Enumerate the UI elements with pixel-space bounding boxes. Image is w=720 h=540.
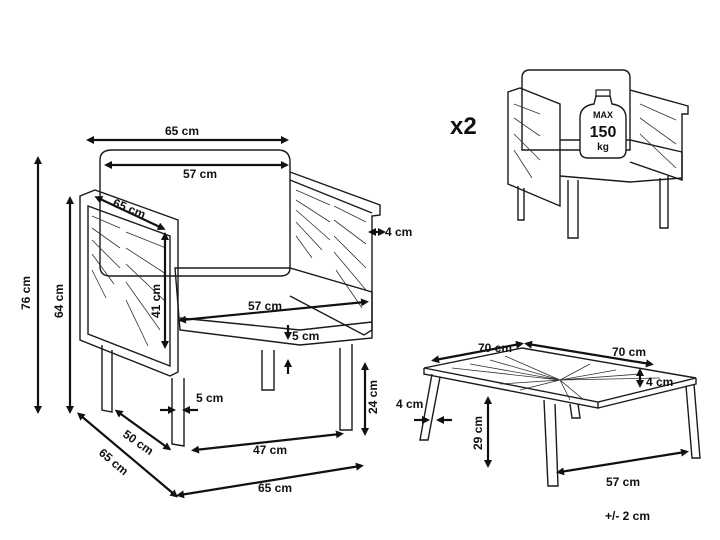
dim-table-width: 70 cm	[478, 341, 512, 355]
dim-armrest-depth: 65 cm	[111, 196, 148, 222]
dim-table-leg-thickness: 4 cm	[396, 397, 423, 411]
max-load-value: 150	[590, 124, 617, 141]
coffee-table-drawing	[419, 347, 701, 487]
dim-bottom-width: 65 cm	[258, 481, 292, 495]
dim-table-depth: 70 cm	[612, 345, 646, 359]
weight-icon	[579, 89, 627, 159]
dim-top-width: 65 cm	[165, 124, 199, 138]
table-dimension-arrows	[414, 340, 689, 476]
dim-table-height: 29 cm	[471, 416, 485, 450]
chair-dimension-arrows	[34, 136, 386, 499]
armchair-drawing	[79, 149, 381, 447]
tolerance-note: +/- 2 cm	[605, 509, 650, 523]
dim-seat-width: 57 cm	[248, 299, 282, 313]
dim-inner-width: 47 cm	[253, 443, 287, 457]
table-dimension-labels: 70 cm 70 cm 4 cm 4 cm 29 cm 57 cm	[396, 341, 673, 489]
chair-dimension-labels: 65 cm 57 cm 65 cm 4 cm 76 cm 64 cm 41 cm…	[19, 124, 412, 495]
quantity-multiplier: x2	[450, 113, 477, 140]
max-load-unit: kg	[597, 142, 609, 153]
armchair-thumbnail: MAX 150 kg	[507, 69, 689, 239]
dim-total-height: 76 cm	[19, 276, 33, 310]
dim-back-height: 64 cm	[52, 284, 66, 318]
dim-table-top-thickness: 4 cm	[646, 375, 673, 389]
dim-cushion-thickness: 5 cm	[292, 329, 319, 343]
dim-armrest-thickness: 4 cm	[385, 225, 412, 239]
dim-seat-height-front: 41 cm	[149, 284, 163, 318]
dim-backrest-width: 57 cm	[183, 167, 217, 181]
max-load-label: MAX	[593, 110, 613, 120]
dim-leg-thickness: 5 cm	[196, 391, 223, 405]
dim-seat-height: 24 cm	[366, 380, 380, 414]
dim-table-inner-width: 57 cm	[606, 475, 640, 489]
dim-side-depth: 65 cm	[96, 446, 131, 479]
